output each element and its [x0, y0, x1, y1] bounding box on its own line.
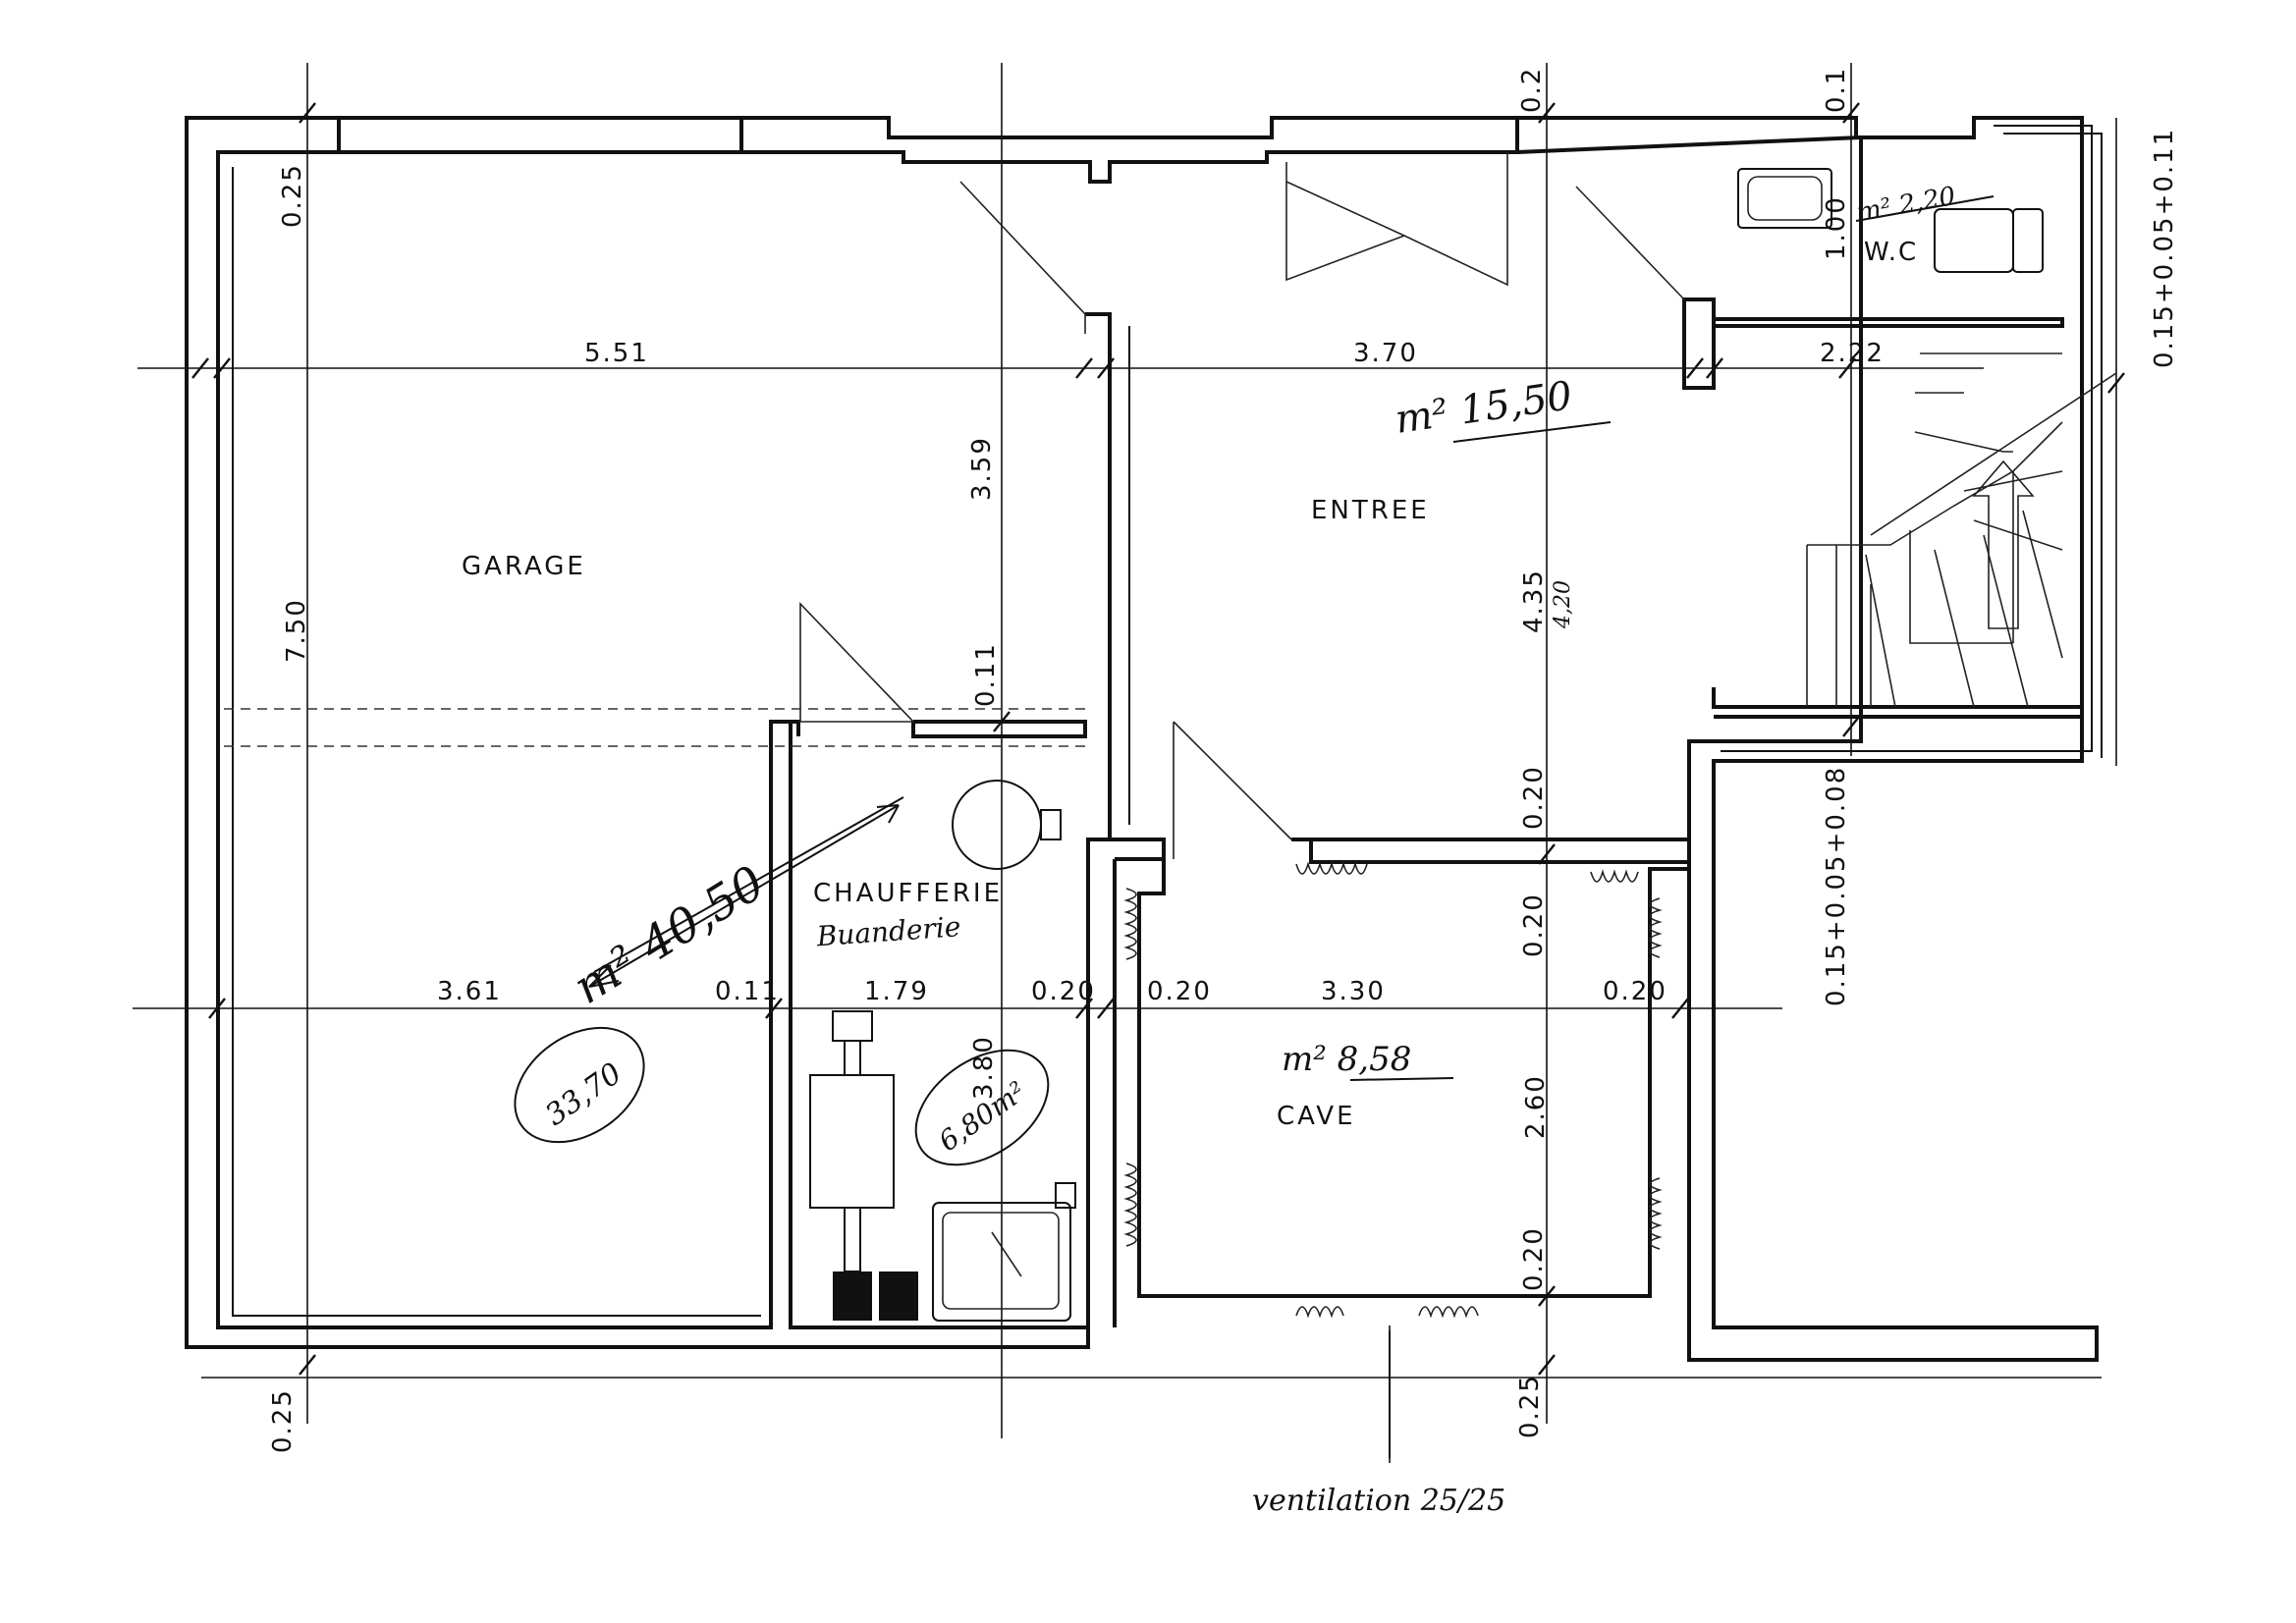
dim-bottom-cave: 3.30 [1321, 977, 1386, 1006]
ventilation: ventilation 25/25 [1252, 1330, 1505, 1518]
dim-bottom-right-025: 0.25 [1515, 1374, 1545, 1438]
dim-cave-depth: 2.60 [1521, 1074, 1551, 1139]
garage-door-dashes [224, 708, 1085, 747]
dim-entree-020: 0.20 [1519, 765, 1549, 830]
dim-garage-upper: 3.59 [967, 436, 997, 501]
dim-entree-depth-alt: 4,20 [1551, 580, 1575, 629]
cave-radiators [1123, 861, 1663, 1319]
dim-cave-bottom-020: 0.20 [1519, 1226, 1549, 1291]
dim-011-vert: 0.11 [971, 642, 1001, 707]
door-swings [799, 152, 1685, 859]
dim-bottom-020-a: 0.20 [1031, 977, 1096, 1006]
room-labels: GARAGE ENTREE CHAUFFERIE Buanderie CAVE … [462, 238, 1918, 1131]
dim-garage-depth: 7.50 [282, 598, 311, 663]
dim-top-01: 0.1 [1822, 67, 1851, 113]
room-cave: CAVE [1277, 1102, 1356, 1131]
dim-bottom-chaufferie: 1.79 [864, 977, 929, 1006]
dim-left-top: 0.25 [278, 163, 307, 228]
room-wc: W.C [1864, 238, 1918, 267]
dim-cave-top-020: 0.20 [1519, 893, 1549, 957]
dim-entree-depth: 4.35 [1519, 568, 1549, 633]
room-entree: ENTREE [1311, 496, 1430, 525]
dim-right-bottom: 0.15+0.05+0.08 [1822, 766, 1851, 1006]
room-chaufferie: CHAUFFERIE [813, 879, 1003, 908]
dim-bottom-011: 0.11 [715, 977, 780, 1006]
dim-top-entree: 3.70 [1353, 339, 1418, 368]
fixtures [809, 168, 2044, 1322]
dimension-text: 5.51 3.70 2.22 3.61 0.11 1.79 0.20 0.20 … [268, 67, 2179, 1453]
dim-top-garage: 5.51 [584, 339, 649, 368]
dim-bottom-garage: 3.61 [437, 977, 502, 1006]
handwritten-annotations: m² 40,50 33,70 6,80m² m² 15,50 m² 8,58 m… [514, 182, 1995, 1166]
staircase [1806, 352, 2117, 708]
room-buanderie: Buanderie [815, 910, 962, 952]
dim-chaufferie-depth: 3.80 [969, 1035, 999, 1100]
ventilation-label: ventilation 25/25 [1252, 1484, 1505, 1518]
dim-wc-depth: 1.00 [1822, 195, 1851, 260]
dim-bottom-020-c: 0.20 [1603, 977, 1667, 1006]
dim-top-02: 0.2 [1517, 67, 1547, 113]
walls [185, 116, 2103, 1362]
dim-right-top: 0.15+0.05+0.11 [2150, 128, 2179, 368]
area-arrow [588, 796, 904, 988]
dim-bottom-020-b: 0.20 [1147, 977, 1212, 1006]
entree-area-note: m² 15,50 [1393, 373, 1575, 443]
cave-area-note: m² 8,58 [1282, 1040, 1411, 1079]
dimension-lines [133, 63, 2125, 1463]
garage-area-circled: 33,70 [539, 1056, 628, 1133]
dim-left-bottom: 0.25 [268, 1388, 298, 1453]
room-garage: GARAGE [462, 552, 586, 581]
dim-top-stair: 2.22 [1820, 339, 1885, 368]
